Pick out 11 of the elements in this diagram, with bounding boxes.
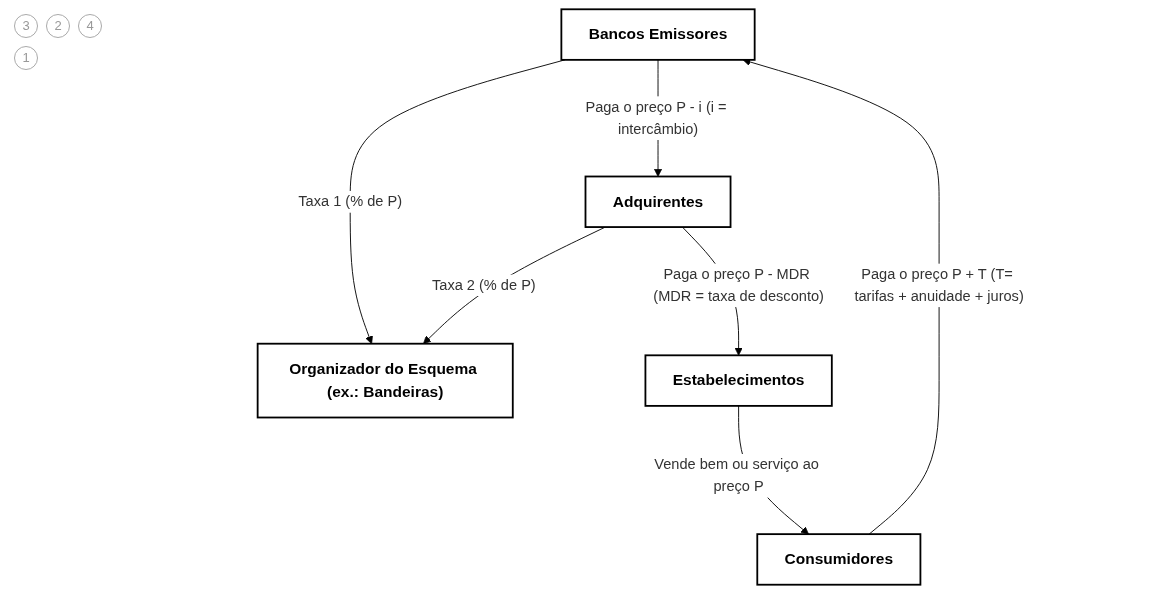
edge-label: Paga o preço P - MDR (MDR = taxa de desconto) xyxy=(652,266,824,304)
node-box: Organizador do Esquema (ex.: Bandeiras) xyxy=(256,342,514,419)
node-box: Estabelecimentos xyxy=(644,354,833,407)
node-box: Adquirentes xyxy=(584,175,732,228)
edge-label: Taxa 2 (% de P) xyxy=(431,277,536,293)
edge-label: Vende bem ou serviço ao preço P xyxy=(653,456,819,495)
edge-label: Paga o preço P + T (T= tarifas + anuidade + juros) xyxy=(853,266,1024,304)
edge-label: Taxa 1 (% de P) xyxy=(297,193,402,210)
node-box: Bancos Emissores xyxy=(560,8,756,61)
node-box: Consumidores xyxy=(755,533,921,586)
edge-label: Paga o preço P - i (i = intercâmbio) xyxy=(585,99,727,137)
